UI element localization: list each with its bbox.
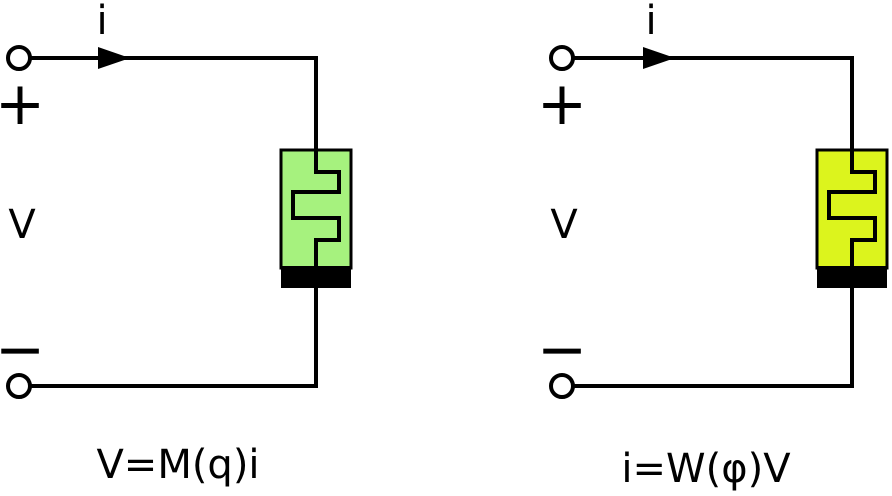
terminal-icon-top: [549, 45, 575, 71]
current-arrow-icon: [643, 47, 675, 69]
equation-label: i=W(φ)V: [621, 446, 791, 492]
voltage-label: V: [8, 202, 36, 248]
voltage-label: V: [550, 202, 578, 248]
minus-sign: −: [0, 315, 45, 385]
current-label: i: [96, 0, 107, 44]
memristor-polarity-band: [817, 266, 887, 288]
memristor-symbol: [827, 150, 877, 266]
current-label: i: [645, 0, 656, 44]
memristor-symbol: [291, 150, 341, 266]
current-arrow-icon: [98, 47, 130, 69]
circuit-wire: [30, 56, 318, 388]
circuit-charge-controlled: i + V − V=M(q)i: [0, 0, 353, 488]
terminal-icon-bottom: [6, 373, 32, 399]
terminal-icon-top: [6, 45, 32, 71]
minus-sign: −: [537, 315, 587, 385]
plus-sign: +: [0, 69, 45, 139]
circuit-wire: [573, 56, 854, 388]
terminal-icon-bottom: [549, 373, 575, 399]
plus-sign: +: [537, 69, 587, 139]
memristor-icon: [815, 148, 889, 288]
memristor-polarity-band: [281, 266, 351, 288]
circuit-flux-controlled: i + V − i=W(φ)V: [537, 0, 889, 492]
memristor-icon: [279, 148, 353, 288]
equation-label: V=M(q)i: [96, 442, 259, 488]
